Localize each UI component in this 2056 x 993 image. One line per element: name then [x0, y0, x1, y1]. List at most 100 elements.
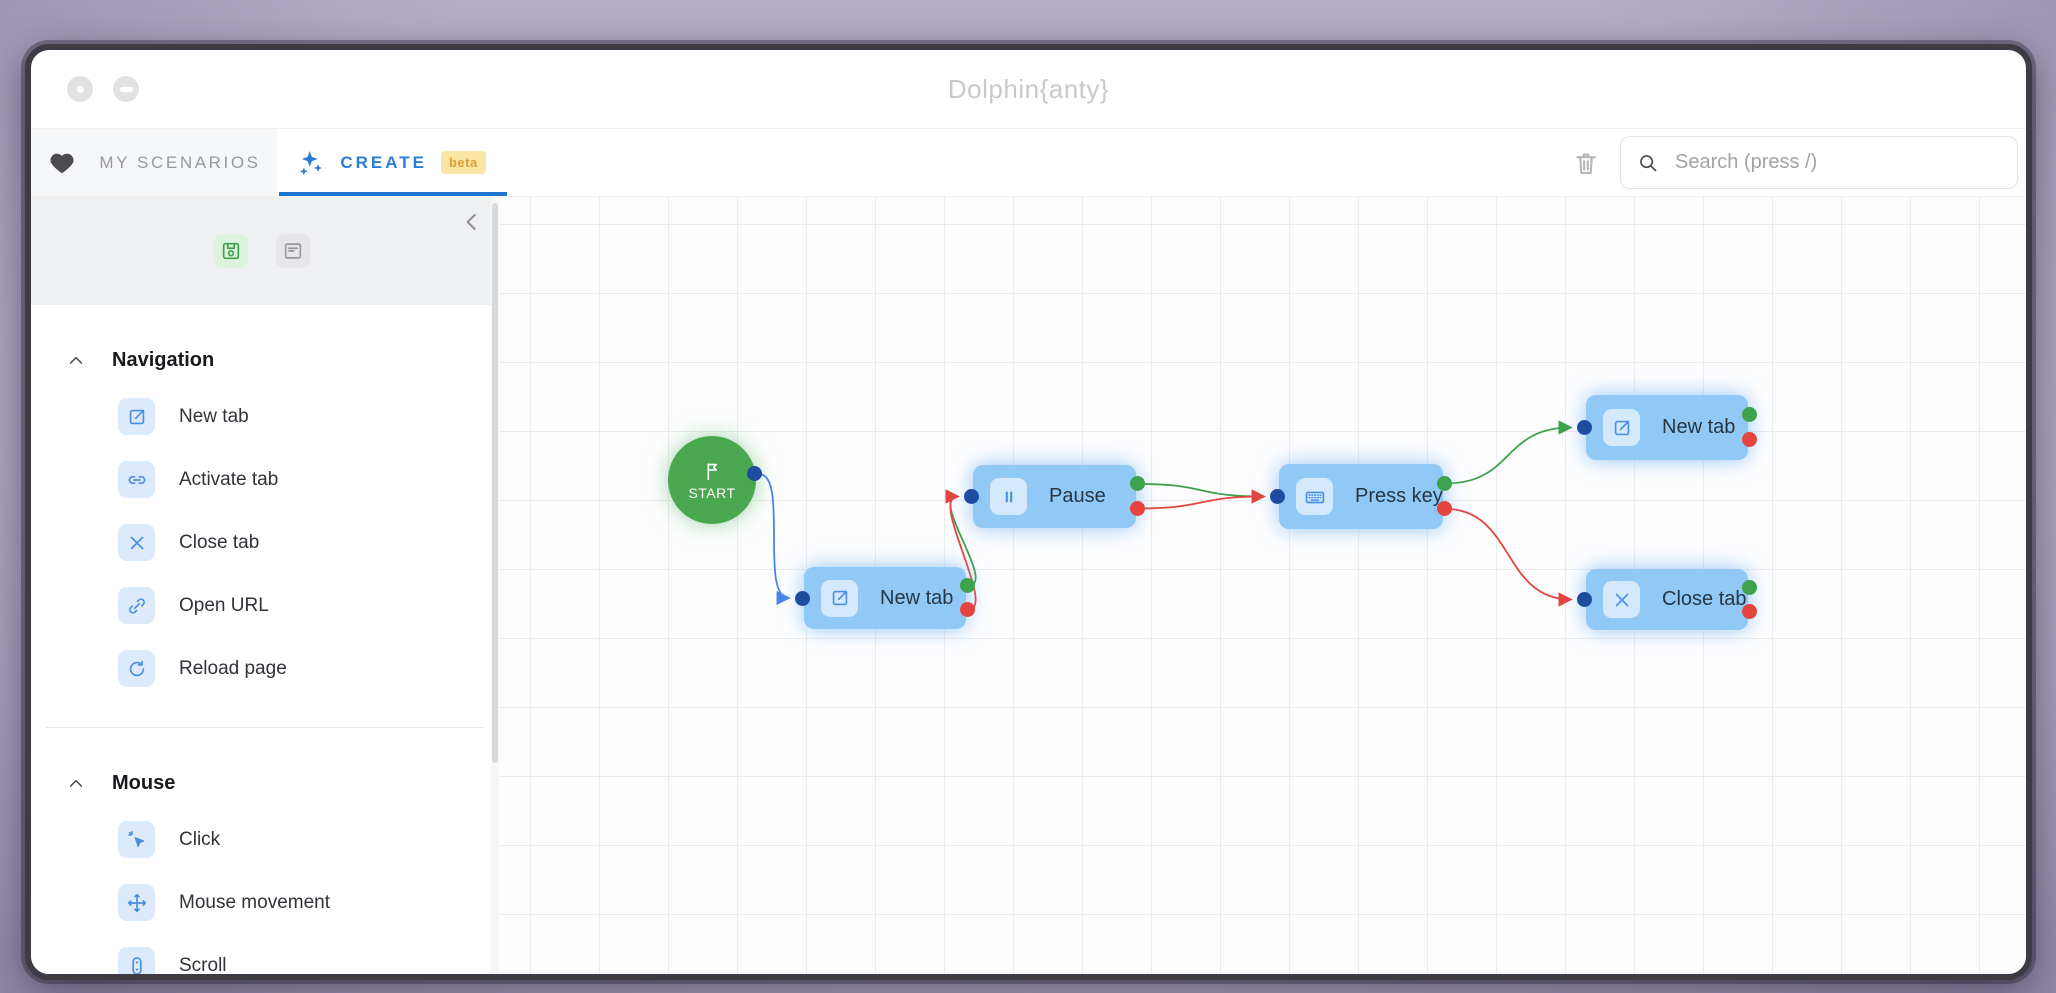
- port-output-error[interactable]: [1742, 432, 1757, 448]
- title-bar: Dolphin{anty}: [31, 50, 2026, 129]
- link-icon: [118, 461, 155, 498]
- edge-layer: [758, 420, 1573, 611]
- tab-bar: MY SCENARIOS CREATE beta: [31, 129, 2026, 197]
- move-icon: [118, 884, 155, 921]
- sidebar-item-label: Open URL: [179, 594, 269, 616]
- edge-presskey-to-newtab2: [1444, 420, 1573, 485]
- close-icon: [1603, 581, 1640, 618]
- sidebar-item-label: Scroll: [179, 954, 227, 975]
- window-controls: [67, 76, 139, 102]
- flag-icon: [701, 460, 723, 482]
- edge-newtab1-to-pause: [945, 489, 977, 611]
- tab-create[interactable]: CREATE beta: [277, 129, 507, 196]
- sidebar-item-label: Mouse movement: [179, 891, 331, 913]
- pause-icon: [990, 478, 1027, 515]
- sidebar-scrollbar[interactable]: [491, 197, 499, 974]
- port-output-error[interactable]: [1130, 500, 1145, 516]
- app-window: Dolphin{anty} MY SCENARIOS CREATE beta N…: [25, 44, 2032, 980]
- trash-icon[interactable]: [1572, 149, 1600, 177]
- sidebar-scrollbar-thumb[interactable]: [492, 203, 498, 763]
- node-label: New tab: [880, 586, 954, 609]
- sidebar-item-label: Close tab: [179, 531, 260, 553]
- search-icon: [1637, 152, 1659, 174]
- window-control-close[interactable]: [67, 76, 93, 102]
- keyboard-icon: [1296, 478, 1333, 515]
- close-icon: [118, 524, 155, 561]
- sidebar-item-close-tab[interactable]: Close tab: [118, 524, 499, 561]
- tab-bar-spacer: [505, 129, 1572, 196]
- tab-create-label: CREATE: [340, 152, 427, 172]
- sidebar-item-activate-tab[interactable]: Activate tab: [118, 461, 499, 498]
- page-title: Dolphin{anty}: [947, 73, 1110, 104]
- port-output-success[interactable]: [1437, 476, 1452, 491]
- minimize-icon: [119, 86, 133, 92]
- node-start[interactable]: START: [668, 436, 762, 524]
- refresh-icon: [118, 650, 155, 687]
- sidebar-item-reload-page[interactable]: Reload page: [118, 650, 499, 687]
- scroll-icon: [118, 947, 155, 974]
- port-output-success[interactable]: [1742, 579, 1757, 595]
- beta-badge: beta: [440, 151, 486, 174]
- node-label: Pause: [1049, 485, 1106, 507]
- port-input[interactable]: [964, 489, 979, 504]
- chevron-up-icon: [66, 774, 86, 794]
- edge-pause-to-presskey: [1137, 483, 1266, 504]
- port-output-error[interactable]: [1437, 501, 1452, 517]
- sidebar-item-click[interactable]: Click: [118, 821, 499, 858]
- port-output-success[interactable]: [1742, 407, 1757, 422]
- node-label: Close tab: [1662, 588, 1747, 610]
- port-output-success[interactable]: [960, 578, 975, 594]
- port-input[interactable]: [1577, 420, 1592, 435]
- sidebar-toolbar: [31, 197, 499, 305]
- search-input[interactable]: [1673, 150, 2001, 175]
- heart-icon: [47, 148, 77, 178]
- url-icon: [118, 587, 155, 624]
- save-icon[interactable]: [214, 234, 248, 268]
- chevron-left-icon[interactable]: [459, 209, 485, 235]
- sidebar-item-label: Click: [179, 828, 221, 850]
- node-pause[interactable]: Pause: [964, 465, 1145, 528]
- external-link-icon: [118, 398, 155, 435]
- node-press-key[interactable]: Press key: [1270, 464, 1452, 529]
- chevron-up-icon: [66, 351, 86, 371]
- node-new-tab[interactable]: New tab: [1577, 395, 1757, 460]
- section-header-mouse[interactable]: Mouse: [66, 772, 499, 795]
- port-input[interactable]: [1577, 592, 1592, 607]
- tab-my-scenarios-label: MY SCENARIOS: [99, 152, 261, 172]
- sparkles-icon: [296, 148, 326, 178]
- node-close-tab[interactable]: Close tab: [1577, 569, 1757, 630]
- section-divider: [46, 727, 484, 728]
- port-output-error[interactable]: [960, 602, 975, 618]
- sidebar-item-scroll[interactable]: Scroll: [118, 947, 499, 974]
- edge-pause-to-presskey: [1137, 489, 1266, 510]
- sidebar-item-mouse-movement[interactable]: Mouse movement: [118, 884, 499, 921]
- sidebar-item-label: Activate tab: [179, 468, 279, 490]
- port-output-success[interactable]: [1130, 476, 1145, 492]
- node-label: Press key: [1355, 485, 1443, 507]
- sidebar-item-open-url[interactable]: Open URL: [118, 587, 499, 624]
- port-output-error[interactable]: [1742, 603, 1757, 619]
- edge-presskey-to-closetab: [1444, 507, 1573, 607]
- port-input[interactable]: [1270, 489, 1285, 504]
- external-link-icon: [821, 579, 858, 617]
- edge-start-to-newtab1: [758, 473, 791, 606]
- click-icon: [118, 821, 155, 858]
- sidebar-item-label: Reload page: [179, 657, 287, 679]
- sidebar-item-label: New tab: [179, 405, 249, 427]
- port-input[interactable]: [795, 590, 810, 606]
- node-label: New tab: [1662, 416, 1736, 438]
- section-header-navigation[interactable]: Navigation: [66, 349, 499, 372]
- node-new-tab[interactable]: New tab: [795, 567, 975, 629]
- window-control-minimize[interactable]: [113, 76, 139, 102]
- sidebar-item-new-tab[interactable]: New tab: [118, 398, 499, 435]
- port-output[interactable]: [747, 466, 762, 481]
- section-label: Mouse: [112, 772, 176, 794]
- search-box[interactable]: [1620, 136, 2018, 189]
- close-dot-icon: [76, 85, 84, 93]
- form-icon[interactable]: [276, 234, 310, 268]
- tab-my-scenarios[interactable]: MY SCENARIOS: [31, 129, 277, 196]
